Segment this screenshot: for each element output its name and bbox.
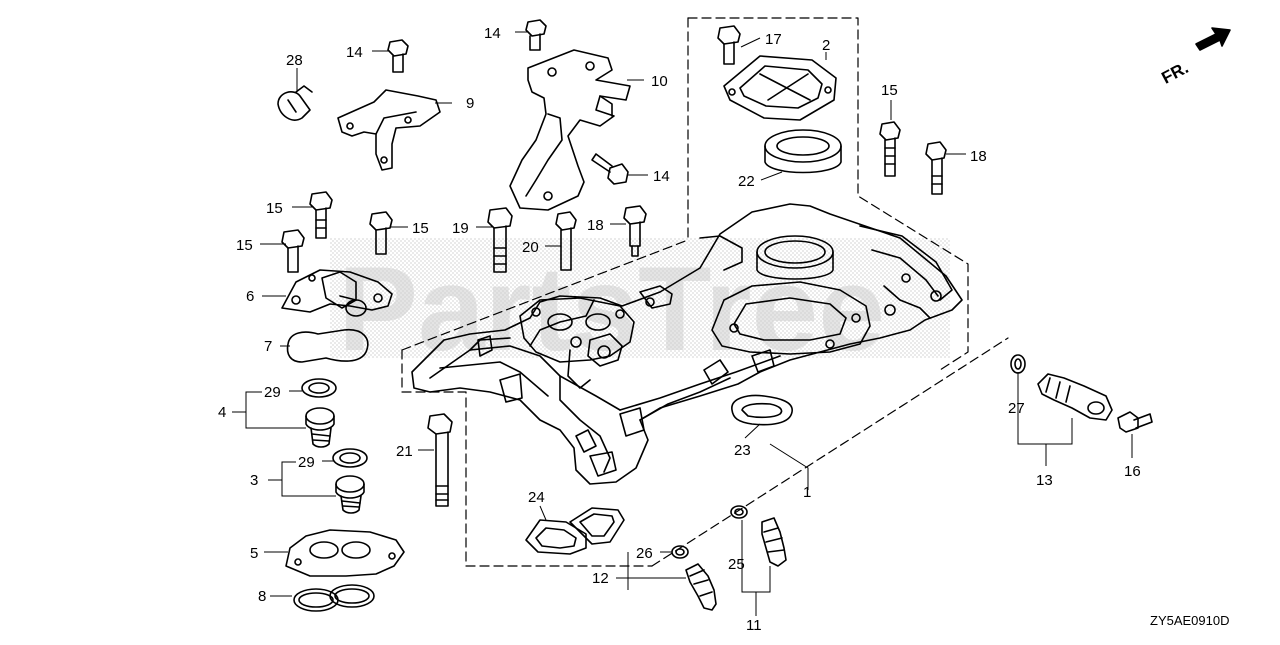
callout-17: 17 <box>765 31 782 48</box>
bolt-17 <box>717 25 741 65</box>
leader-lines <box>232 31 1133 616</box>
callout-23: 23 <box>734 442 751 459</box>
callout-11: 11 <box>746 617 762 634</box>
sensor-11 <box>761 517 787 567</box>
washer-lower <box>332 448 368 468</box>
flange-plate <box>285 529 405 577</box>
callout-29-upper: 29 <box>264 384 281 401</box>
callout-26: 26 <box>636 545 653 562</box>
bolt-18-left <box>623 205 647 257</box>
callout-25: 25 <box>728 556 745 573</box>
callout-2: 2 <box>822 37 830 54</box>
callout-15-c: 15 <box>236 237 253 254</box>
callout-labels: 1 2 3 4 5 6 7 8 9 10 11 12 13 14 14 14 1… <box>218 25 1230 634</box>
gasket-23 <box>731 394 793 426</box>
callout-22: 22 <box>738 173 755 190</box>
assembly-dashed-outline <box>401 17 1009 567</box>
callout-3: 3 <box>250 472 258 489</box>
callout-21: 21 <box>396 443 413 460</box>
callout-15-right: 15 <box>881 82 898 99</box>
sensor-housing <box>281 269 393 317</box>
bracket-lower <box>337 89 441 171</box>
callout-7: 7 <box>264 338 272 355</box>
washer-27-hole <box>1014 358 1022 370</box>
cover-plate <box>723 55 837 121</box>
callout-29-lower: 29 <box>298 454 315 471</box>
plug-lower <box>335 475 365 514</box>
callout-6: 6 <box>246 288 254 305</box>
intake-manifold-body <box>411 203 963 485</box>
callout-28: 28 <box>286 52 303 69</box>
bolt-21 <box>427 413 453 507</box>
direction-label: FR. <box>1158 58 1191 88</box>
callout-5: 5 <box>250 545 258 562</box>
callout-15-a: 15 <box>266 200 283 217</box>
bolt-15-right <box>879 121 901 177</box>
callout-19: 19 <box>452 220 469 237</box>
direction-arrow <box>1195 27 1231 51</box>
callout-4: 4 <box>218 404 226 421</box>
sensor-13 <box>1037 373 1113 421</box>
washer-26-hole <box>675 548 685 556</box>
bolt-20 <box>555 211 577 271</box>
callout-12: 12 <box>592 570 609 587</box>
washer-25-hole <box>734 508 744 516</box>
washer-upper <box>301 378 337 398</box>
callout-18-right: 18 <box>970 148 987 165</box>
sensor-12 <box>685 563 717 611</box>
bracket-upper <box>509 49 631 211</box>
bolt-14-top <box>525 19 547 51</box>
bolt-15-c <box>281 229 305 273</box>
callout-15-b: 15 <box>412 220 429 237</box>
callout-16: 16 <box>1124 463 1141 480</box>
washer-25 <box>730 505 748 519</box>
gasket-sensor <box>286 328 369 363</box>
bolt-14-left <box>387 39 409 73</box>
gasket-pair <box>525 507 625 555</box>
bolt-14-right <box>591 153 629 185</box>
diagram-code: ZY5AE0910D <box>1150 613 1230 628</box>
callout-18-left: 18 <box>587 217 604 234</box>
callout-13: 13 <box>1036 472 1053 489</box>
callout-1: 1 <box>803 484 811 501</box>
o-rings <box>293 584 375 612</box>
callout-27: 27 <box>1008 400 1025 417</box>
plug-upper <box>305 407 335 448</box>
washer-27 <box>1010 354 1026 374</box>
seal-ring <box>764 129 842 174</box>
bolt-15-b <box>369 211 393 255</box>
callout-14-right: 14 <box>653 168 670 185</box>
callout-9: 9 <box>466 95 474 112</box>
callout-20: 20 <box>522 239 539 256</box>
bolt-18-right <box>925 141 947 195</box>
clamp <box>277 85 313 121</box>
callout-8: 8 <box>258 588 266 605</box>
bolt-19 <box>487 207 513 273</box>
bolt-16 <box>1117 411 1153 433</box>
callout-14-top: 14 <box>484 25 501 42</box>
bolt-15-a <box>309 191 333 239</box>
callout-10: 10 <box>651 73 668 90</box>
callout-14-left: 14 <box>346 44 363 61</box>
callout-24: 24 <box>528 489 545 506</box>
